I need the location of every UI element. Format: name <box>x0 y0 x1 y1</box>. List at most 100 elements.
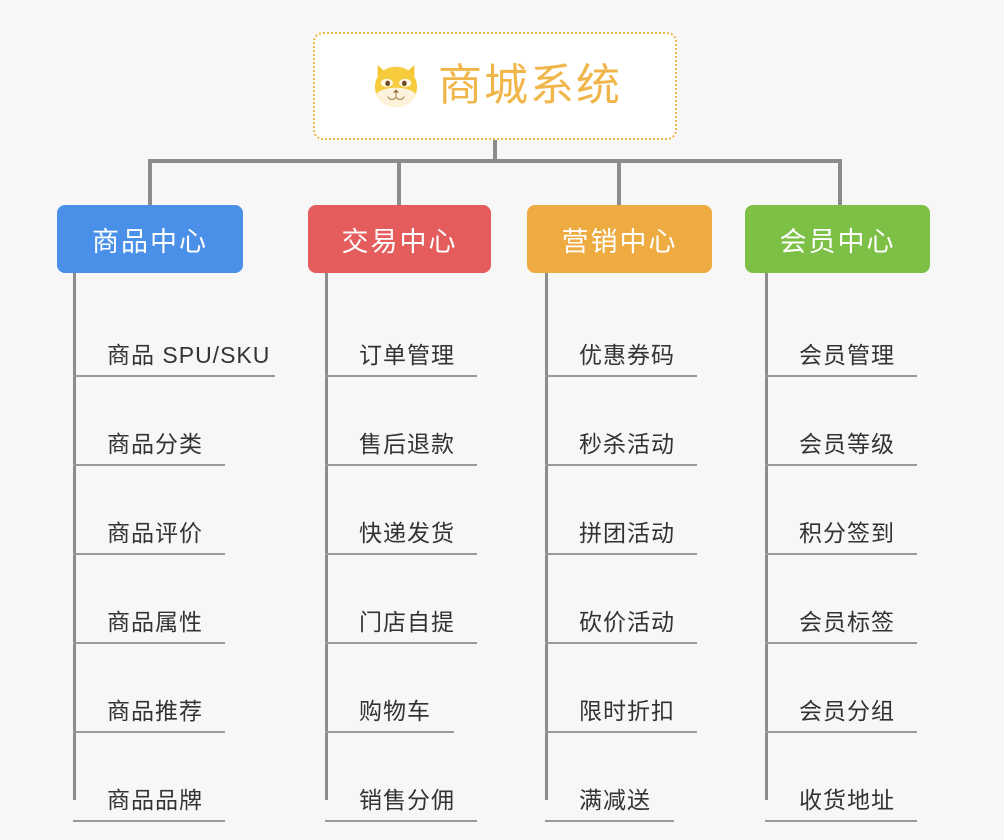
leaf-item[interactable]: 快递发货 <box>325 466 555 555</box>
category-title-member-center: 会员中心 <box>779 226 896 257</box>
leaf-item[interactable]: 会员管理 <box>765 288 995 377</box>
leaf-spine-product-center <box>73 288 76 800</box>
leaf-underline <box>545 464 697 466</box>
leaf-item[interactable]: 限时折扣 <box>545 644 775 733</box>
leaf-underline <box>545 642 697 644</box>
leaf-underline <box>765 375 917 377</box>
leaf-item[interactable]: 优惠券码 <box>545 288 775 377</box>
connector-root-stem <box>493 140 497 162</box>
leaf-underline <box>73 820 225 822</box>
leaf-underline <box>765 553 917 555</box>
leaf-spine-trade-center <box>325 288 328 800</box>
leaf-item[interactable]: 销售分佣 <box>325 733 555 822</box>
leaf-underline <box>545 820 674 822</box>
connector-stem-marketing-center <box>545 273 548 291</box>
leaf-item[interactable]: 收货地址 <box>765 733 995 822</box>
leaf-underline <box>73 731 225 733</box>
connector-stem-member-center <box>765 273 768 291</box>
category-header-trade-center[interactable]: 交易中心 <box>308 205 491 273</box>
leaf-spine-member-center <box>765 288 768 800</box>
leaf-underline <box>73 464 225 466</box>
leaf-item[interactable]: 售后退款 <box>325 377 555 466</box>
category-header-product-center[interactable]: 商品中心 <box>57 205 243 273</box>
leaf-label: 优惠券码 <box>579 342 675 368</box>
leaf-label: 商品品牌 <box>107 787 203 813</box>
leaf-label: 商品属性 <box>107 609 203 635</box>
leaf-underline <box>325 553 477 555</box>
leaf-underline <box>73 375 275 377</box>
leaf-item[interactable]: 订单管理 <box>325 288 555 377</box>
leaf-label: 快递发货 <box>359 520 455 546</box>
category-title-product-center: 商品中心 <box>92 226 208 257</box>
leaf-label: 砍价活动 <box>579 609 675 635</box>
leaf-label: 销售分佣 <box>359 787 455 813</box>
leaf-label: 门店自提 <box>359 609 455 635</box>
leaf-column-marketing-center: 优惠券码 秒杀活动 拼团活动 砍价活动 限时折扣 满减送 <box>545 288 775 822</box>
leaf-item[interactable]: 购物车 <box>325 644 555 733</box>
shiba-dog-face-icon <box>375 65 417 107</box>
leaf-underline <box>73 642 225 644</box>
connector-horizontal-bus <box>148 159 842 163</box>
leaf-label: 会员管理 <box>799 342 895 368</box>
leaf-item[interactable]: 会员等级 <box>765 377 995 466</box>
leaf-label: 限时折扣 <box>579 698 675 724</box>
connector-drop-trade-center <box>397 159 401 207</box>
leaf-column-product-center: 商品 SPU/SKU 商品分类 商品评价 商品属性 商品推荐 商品品牌 <box>73 288 303 822</box>
leaf-underline <box>765 642 917 644</box>
leaf-underline <box>73 553 225 555</box>
leaf-item[interactable]: 商品 SPU/SKU <box>73 288 303 377</box>
leaf-label: 秒杀活动 <box>579 431 675 457</box>
leaf-item[interactable]: 积分签到 <box>765 466 995 555</box>
leaf-underline <box>545 553 697 555</box>
leaf-underline <box>325 820 477 822</box>
leaf-item[interactable]: 商品品牌 <box>73 733 303 822</box>
leaf-underline <box>325 731 454 733</box>
leaf-label: 商品分类 <box>107 431 203 457</box>
leaf-item[interactable]: 商品评价 <box>73 466 303 555</box>
leaf-label: 订单管理 <box>359 342 455 368</box>
leaf-underline <box>765 731 917 733</box>
leaf-underline <box>545 731 697 733</box>
leaf-item[interactable]: 门店自提 <box>325 555 555 644</box>
root-node-title: 商城系统 <box>438 61 622 110</box>
category-title-trade-center: 交易中心 <box>341 226 458 257</box>
leaf-item[interactable]: 砍价活动 <box>545 555 775 644</box>
connector-stem-product-center <box>73 273 76 291</box>
leaf-label: 会员分组 <box>799 698 895 724</box>
leaf-label: 收货地址 <box>799 787 895 813</box>
category-header-marketing-center[interactable]: 营销中心 <box>527 205 712 273</box>
leaf-underline <box>325 642 477 644</box>
leaf-underline <box>765 820 917 822</box>
leaf-label: 满减送 <box>579 787 651 813</box>
leaf-label: 商品 SPU/SKU <box>107 342 271 368</box>
leaf-label: 会员等级 <box>799 431 895 457</box>
leaf-label: 会员标签 <box>799 609 895 635</box>
leaf-underline <box>765 464 917 466</box>
leaf-item[interactable]: 商品推荐 <box>73 644 303 733</box>
leaf-item[interactable]: 拼团活动 <box>545 466 775 555</box>
leaf-label: 购物车 <box>359 698 431 724</box>
category-title-marketing-center: 营销中心 <box>561 226 678 257</box>
leaf-underline <box>325 375 477 377</box>
connector-drop-marketing-center <box>617 159 621 207</box>
leaf-spine-marketing-center <box>545 288 548 800</box>
leaf-item[interactable]: 商品属性 <box>73 555 303 644</box>
leaf-item[interactable]: 商品分类 <box>73 377 303 466</box>
leaf-underline <box>325 464 477 466</box>
category-header-member-center[interactable]: 会员中心 <box>745 205 930 273</box>
leaf-item[interactable]: 会员标签 <box>765 555 995 644</box>
leaf-item[interactable]: 会员分组 <box>765 644 995 733</box>
leaf-label: 商品推荐 <box>107 698 203 724</box>
connector-drop-member-center <box>838 159 842 207</box>
leaf-column-trade-center: 订单管理 售后退款 快递发货 门店自提 购物车 销售分佣 <box>325 288 555 822</box>
leaf-column-member-center: 会员管理 会员等级 积分签到 会员标签 会员分组 收货地址 <box>765 288 995 822</box>
root-node-shop-system[interactable]: 商城系统 <box>313 32 677 140</box>
leaf-item[interactable]: 秒杀活动 <box>545 377 775 466</box>
leaf-item[interactable]: 满减送 <box>545 733 775 822</box>
leaf-label: 积分签到 <box>799 520 895 546</box>
connector-stem-trade-center <box>325 273 328 291</box>
leaf-label: 拼团活动 <box>579 520 675 546</box>
connector-drop-product-center <box>148 159 152 207</box>
leaf-underline <box>545 375 697 377</box>
